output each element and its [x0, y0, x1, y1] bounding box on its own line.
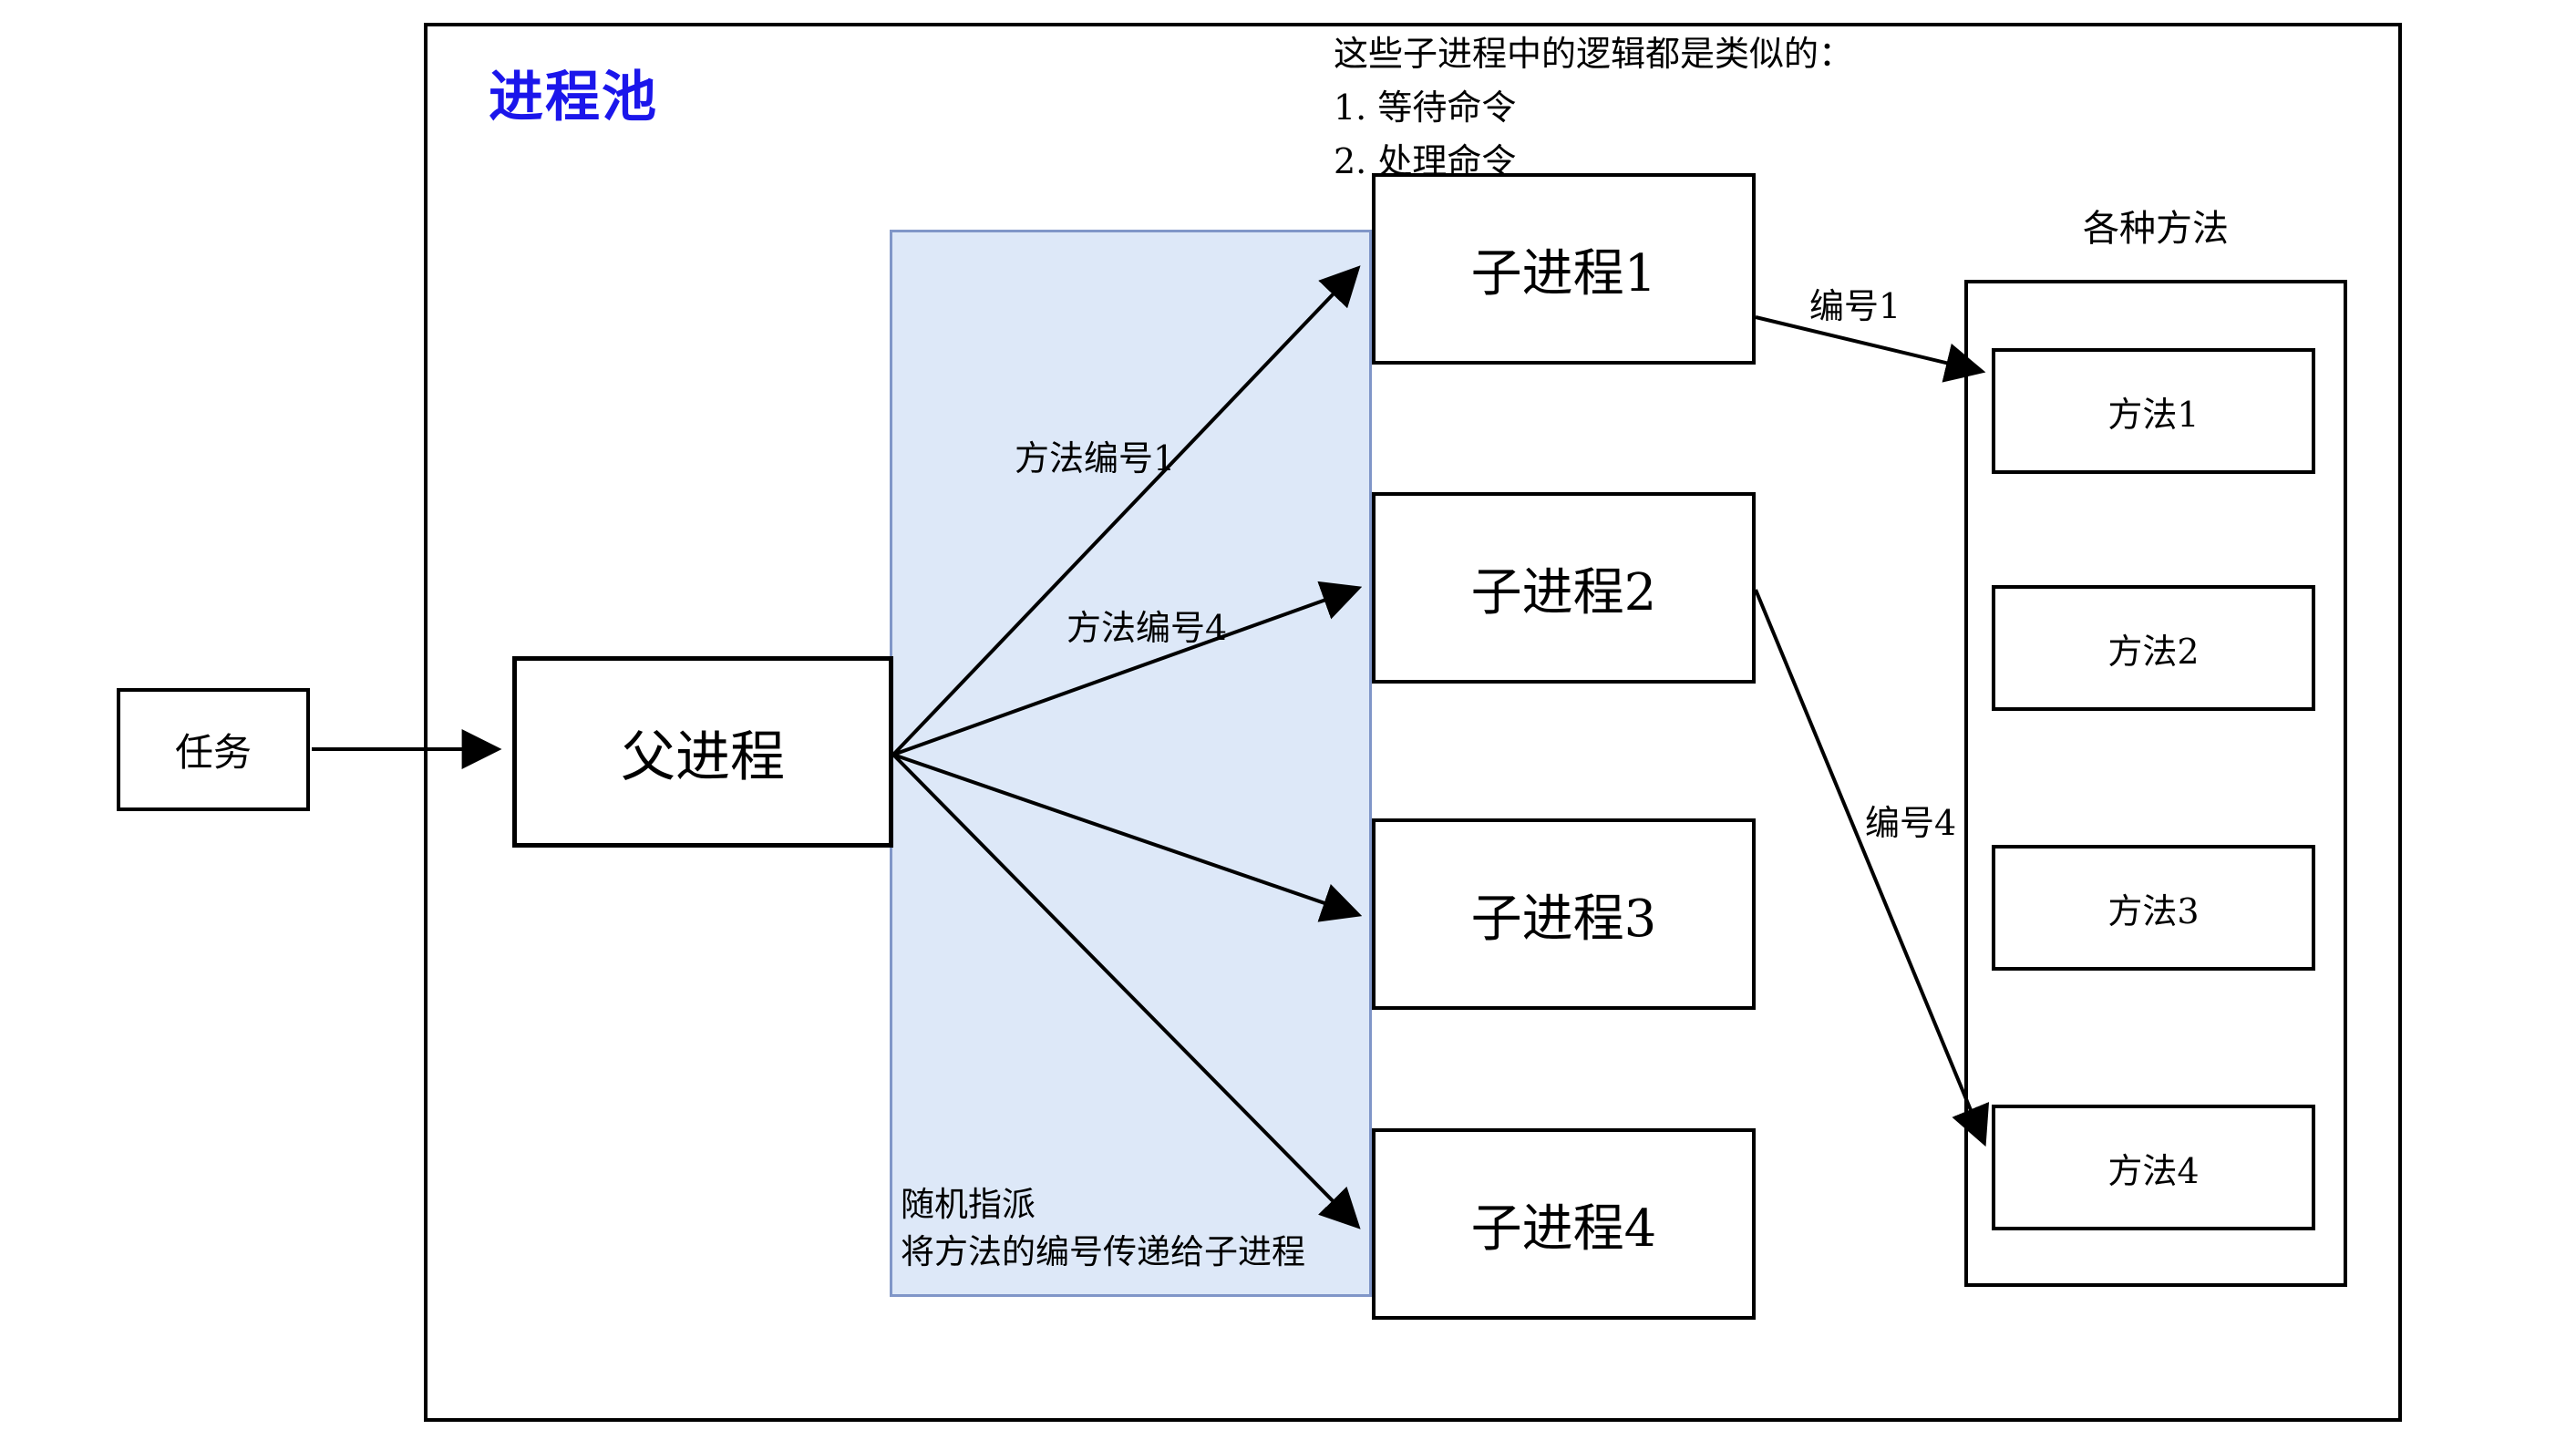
child-process-4-label: 子进程4 — [1470, 1198, 1657, 1259]
edge-label-method-number-1: 方法编号1 — [1015, 438, 1176, 478]
arrow-child1-to-method1 — [1755, 315, 1986, 383]
children-logic-note: 这些子进程中的逻辑都是类似的： 1. 等待命令 2. 处理命令 — [1334, 27, 1853, 189]
diagram-title: 进程池 — [489, 66, 658, 129]
edge-label-number-4: 编号4 — [1865, 803, 1957, 843]
child-process-1-node: 子进程1 — [1372, 173, 1756, 365]
edge-label-method-number-4: 方法编号4 — [1066, 608, 1228, 648]
methods-group-container — [1964, 280, 2347, 1287]
task-label: 任务 — [174, 730, 252, 775]
child-process-3-node: 子进程3 — [1372, 818, 1756, 1010]
method-2-node: 方法2 — [1992, 585, 2315, 711]
pool-shaded-region — [890, 230, 1372, 1297]
method-3-node: 方法3 — [1992, 845, 2315, 971]
methods-group-title: 各种方法 — [2083, 208, 2229, 250]
method-3-label: 方法3 — [2107, 890, 2200, 931]
edge-label-number-1: 编号1 — [1809, 286, 1901, 326]
method-4-node: 方法4 — [1992, 1105, 2315, 1230]
note-line: 随机指派 — [901, 1185, 1036, 1224]
child-process-2-node: 子进程2 — [1372, 492, 1756, 684]
task-node: 任务 — [117, 688, 310, 811]
random-assign-note: 随机指派 将方法的编号传递给子进程 — [901, 1181, 1305, 1276]
method-4-label: 方法4 — [2107, 1150, 2200, 1191]
arrow-parent-to-child3 — [892, 753, 1363, 922]
parent-process-node: 父进程 — [512, 656, 893, 848]
child-process-2-label: 子进程2 — [1470, 562, 1657, 622]
note-line: 这些子进程中的逻辑都是类似的： — [1334, 34, 1854, 74]
arrow-child2-to-method4 — [1754, 589, 1990, 1147]
parent-process-label: 父进程 — [621, 725, 785, 789]
child-process-3-label: 子进程3 — [1470, 889, 1657, 949]
note-line: 1. 等待命令 — [1334, 87, 1517, 128]
process-pool-boundary — [424, 23, 2402, 1422]
method-2-label: 方法2 — [2107, 631, 2200, 672]
note-line: 将方法的编号传递给子进程 — [901, 1232, 1305, 1271]
method-1-label: 方法1 — [2107, 394, 2200, 435]
child-process-1-label: 子进程1 — [1470, 243, 1657, 303]
arrow-parent-to-child4 — [891, 753, 1361, 1229]
child-process-4-node: 子进程4 — [1372, 1128, 1756, 1320]
arrow-parent-to-child2 — [892, 581, 1363, 756]
method-1-node: 方法1 — [1992, 348, 2315, 474]
arrow-parent-to-child1 — [891, 265, 1361, 756]
